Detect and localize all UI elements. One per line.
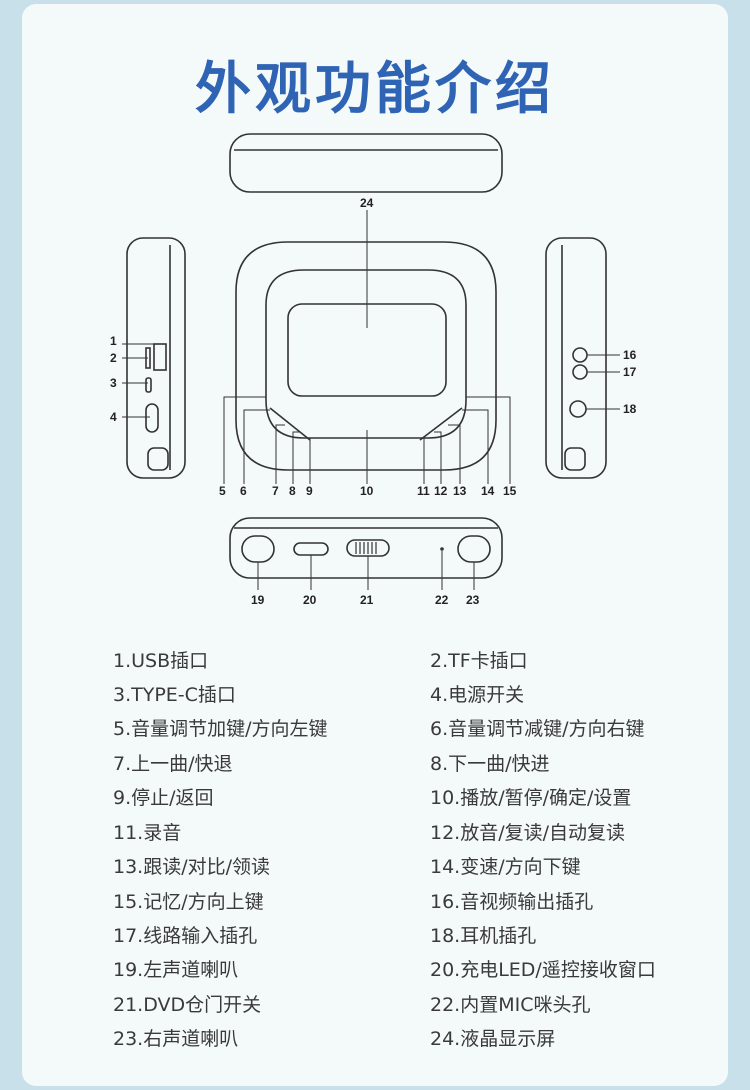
callout-21: 21 [360,593,374,607]
legend-item-7: 7.上一曲/快退 [113,753,233,775]
legend-item-17: 17.线路输入插孔 [113,925,258,947]
bottom-view [229,517,503,579]
callout-3: 3 [110,376,117,390]
legend-item-21: 21.DVD仓门开关 [113,994,262,1016]
right-side-view [545,237,607,479]
legend-item-15: 15.记忆/方向上键 [113,891,264,913]
legend-item-5: 5.音量调节加键/方向左键 [113,718,328,740]
callout-7: 7 [272,484,279,498]
power-switch [145,403,159,433]
callout-15: 15 [503,484,517,498]
legend-item-8: 8.下一曲/快进 [430,753,550,775]
device-diagram: 1 2 3 4 5 6 7 8 9 10 11 12 13 14 15 16 1… [110,133,637,607]
callout-11: 11 [417,484,430,498]
callout-14: 14 [481,484,495,498]
callout-20: 20 [303,593,317,607]
av-out-jack [572,347,588,363]
legend-item-18: 18.耳机插孔 [430,925,537,947]
legend-item-12: 12.放音/复读/自动复读 [430,822,626,844]
legend-item-4: 4.电源开关 [430,684,525,706]
legend-item-23: 23.右声道喇叭 [113,1028,239,1050]
legend-item-1: 1.USB插口 [113,650,209,672]
front-view-outer [235,241,497,471]
callout-2: 2 [110,351,117,365]
callout-5: 5 [219,484,226,498]
callout-16: 16 [623,348,637,362]
legend-item-22: 22.内置MIC咪头孔 [430,994,591,1016]
legend-item-2: 2.TF卡插口 [430,650,528,672]
callout-19: 19 [251,593,265,607]
callout-23: 23 [466,593,480,607]
legend-item-10: 10.播放/暂停/确定/设置 [430,787,632,809]
callout-1: 1 [110,334,117,348]
right-speaker [457,535,491,563]
legend-item-16: 16.音视频输出插孔 [430,891,594,913]
legend-item-24: 24.液晶显示屏 [430,1028,556,1050]
line-in-jack [572,364,588,380]
callout-24: 24 [360,196,374,210]
usb-port [153,343,167,371]
right-hanger [564,447,586,471]
legend-item-13: 13.跟读/对比/领读 [113,856,271,878]
left-speaker [241,535,275,563]
callout-8: 8 [289,484,296,498]
legend-item-6: 6.音量调节减键/方向右键 [430,718,645,740]
earphone-jack [569,400,587,418]
callout-9: 9 [306,484,313,498]
callout-6: 6 [240,484,247,498]
callout-12: 12 [434,484,448,498]
callout-22: 22 [435,593,449,607]
legend-item-19: 19.左声道喇叭 [113,959,239,981]
typec-port [145,377,152,393]
callout-10: 10 [360,484,374,498]
content-card [22,4,728,1086]
legend-item-9: 9.停止/返回 [113,787,214,809]
page-title: 外观功能介绍 [195,57,555,122]
led-window [293,542,329,556]
top-view [229,133,503,193]
callout-13: 13 [453,484,467,498]
left-hanger [147,447,169,471]
legend-item-20: 20.充电LED/遥控接收窗口 [430,959,656,981]
legend-item-11: 11.录音 [113,822,182,844]
legend-item-3: 3.TYPE-C插口 [113,684,236,706]
callout-18: 18 [623,402,637,416]
legend-item-14: 14.变速/方向下键 [430,856,581,878]
callout-17: 17 [623,365,637,379]
front-view-inner [265,269,467,439]
callout-4: 4 [110,410,117,424]
